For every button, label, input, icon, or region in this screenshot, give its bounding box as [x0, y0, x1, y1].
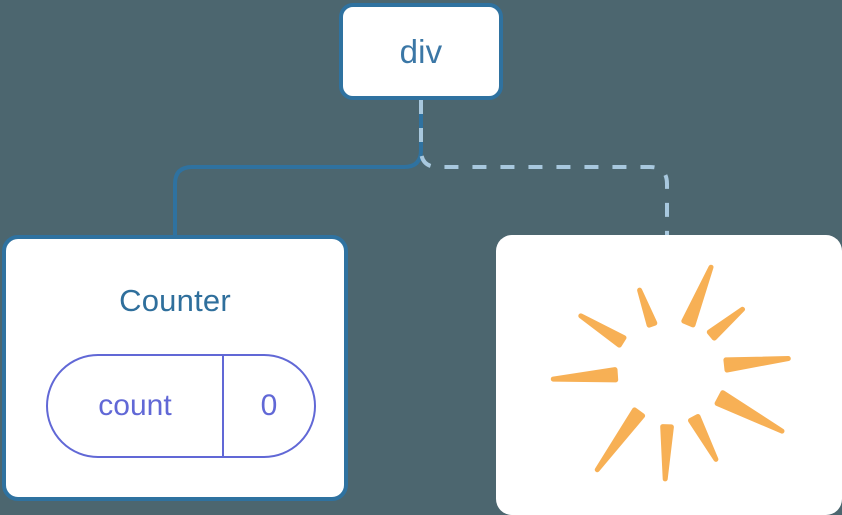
state-value: 0	[260, 389, 278, 422]
starburst-ray-5	[660, 424, 674, 482]
starburst-ray-2	[723, 356, 791, 373]
edge-root-to-counter	[173, 100, 423, 240]
starburst-ray-7	[550, 367, 619, 383]
starburst-ray-0	[681, 264, 714, 328]
state-pill-count[interactable]: count 0	[46, 354, 316, 458]
state-key: count	[48, 356, 224, 456]
node-sparkle[interactable]	[496, 235, 842, 515]
node-div-label: div	[399, 33, 443, 70]
starburst-ray-8	[578, 313, 627, 348]
starburst-ray-3	[714, 390, 785, 434]
starburst-ray-4	[688, 414, 719, 462]
edge-root-to-sparkle	[419, 100, 669, 240]
starburst-ray-9	[637, 287, 658, 328]
starburst-ray-6	[594, 407, 646, 473]
starburst-icon	[550, 264, 791, 482]
node-counter[interactable]: Counter count 0	[2, 235, 348, 501]
node-counter-label: Counter	[119, 283, 231, 318]
node-div[interactable]: div	[339, 3, 503, 100]
starburst-ray-1	[706, 306, 745, 341]
